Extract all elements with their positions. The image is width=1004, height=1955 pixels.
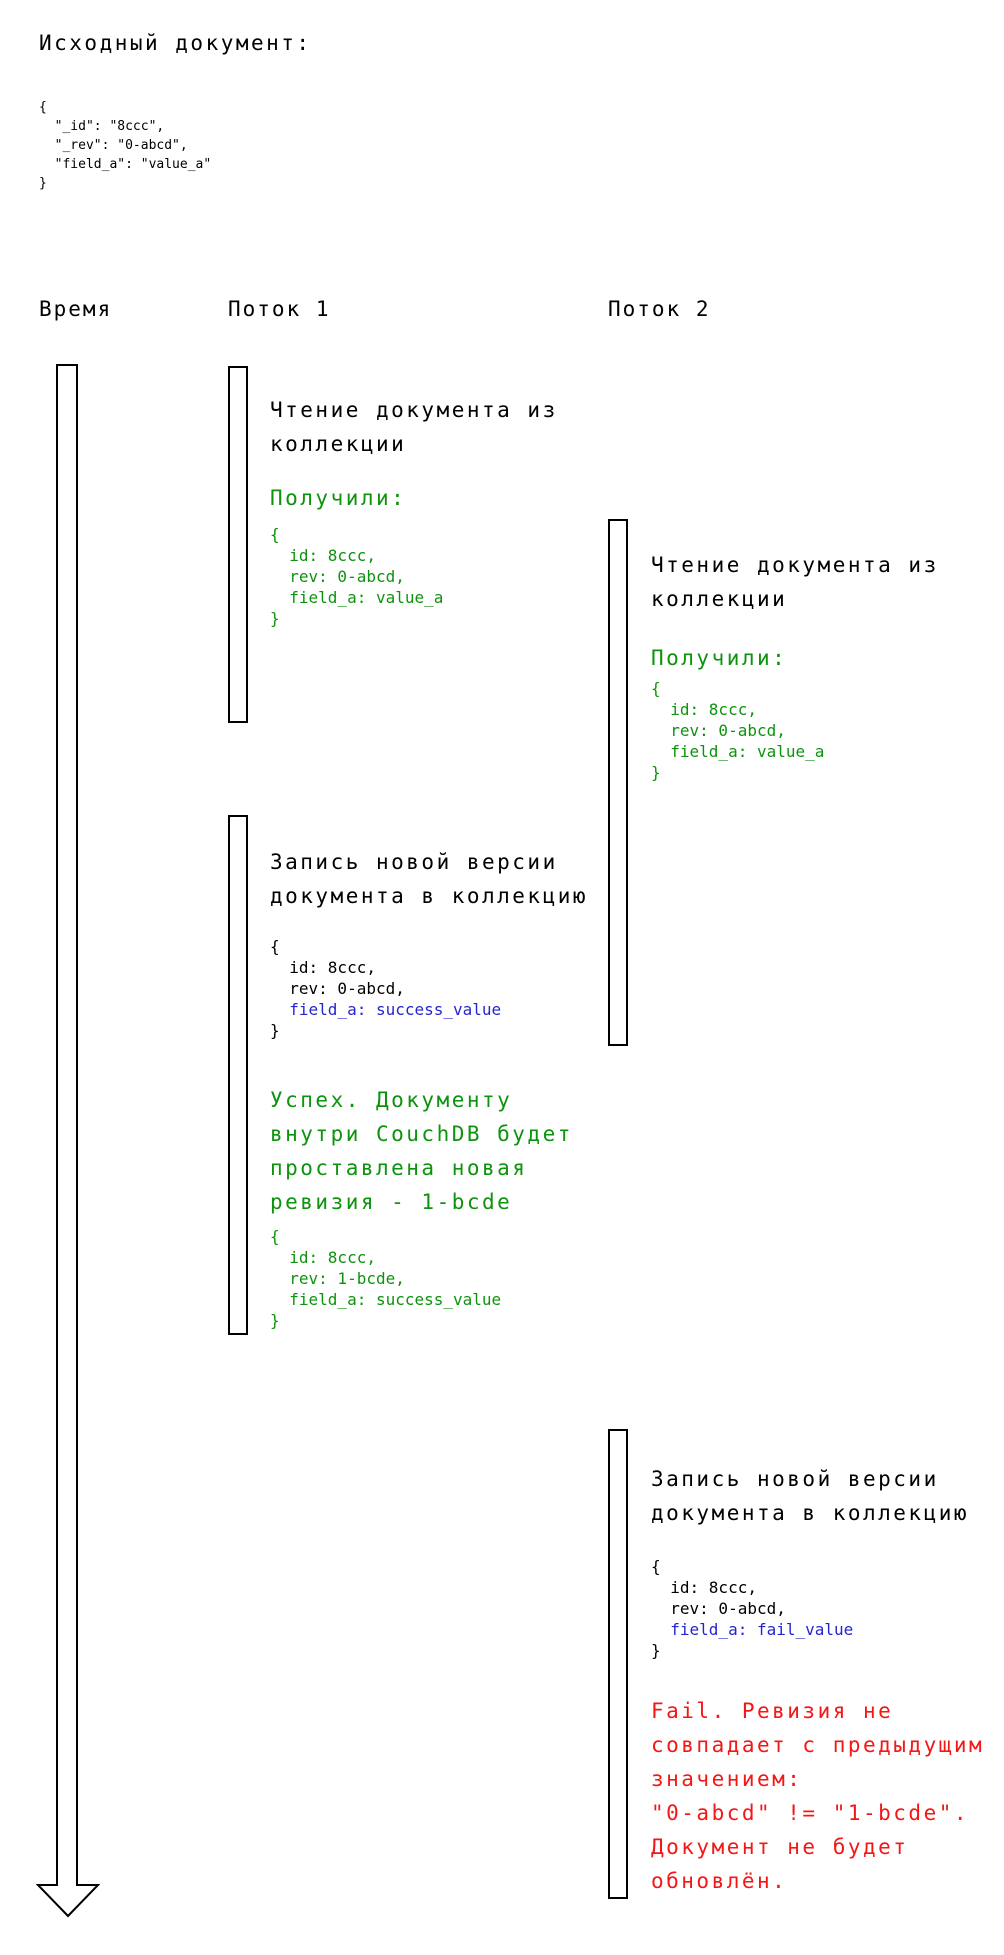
- thread2-write-json-changed-field: field_a: fail_value: [651, 1620, 854, 1639]
- thread1-write-json-head: { id: 8ccc, rev: 0-abcd,: [270, 937, 405, 998]
- thread1-write-title: Запись новой версии документа в коллекци…: [270, 850, 589, 908]
- thread1-activation-bar-2: [228, 815, 248, 1335]
- thread2-write-json-tail: }: [651, 1641, 661, 1660]
- thread2-column-label: Поток 2: [608, 297, 711, 321]
- thread2-activation-bar-2: [608, 1429, 628, 1899]
- thread1-received-json: { id: 8ccc, rev: 0-abcd, field_a: value_…: [270, 525, 444, 628]
- thread1-write-json: { id: 8ccc, rev: 0-abcd, field_a: succes…: [270, 936, 501, 1041]
- page-title: Исходный документ:: [39, 31, 312, 55]
- thread1-result-json: { id: 8ccc, rev: 1-bcde, field_a: succes…: [270, 1227, 502, 1330]
- thread2-write-json-head: { id: 8ccc, rev: 0-abcd,: [651, 1557, 786, 1618]
- thread2-fail-message: Fail. Ревизия не совпадает с предыдущим …: [651, 1699, 985, 1893]
- thread2-read-title: Чтение документа из коллекции: [651, 553, 939, 611]
- thread2-write-json: { id: 8ccc, rev: 0-abcd, field_a: fail_v…: [651, 1556, 853, 1661]
- time-column-label: Время: [39, 297, 113, 321]
- source-document-json: { "_id": "8ccc", "_rev": "0-abcd", "fiel…: [39, 100, 212, 191]
- thread2-received-label: Получили:: [651, 646, 788, 670]
- thread1-read-title: Чтение документа из коллекции: [270, 398, 558, 456]
- time-arrow-icon: [36, 364, 100, 1918]
- thread2-received-json: { id: 8ccc, rev: 0-abcd, field_a: value_…: [651, 679, 825, 782]
- thread2-write-title: Запись новой версии документа в коллекци…: [651, 1467, 970, 1525]
- thread1-received-label: Получили:: [270, 486, 407, 510]
- thread1-success-message: Успех. Документу внутри CouchDB будет пр…: [270, 1088, 573, 1214]
- thread1-activation-bar-1: [228, 366, 248, 723]
- thread1-column-label: Поток 1: [228, 297, 331, 321]
- thread2-activation-bar-1: [608, 519, 628, 1046]
- thread1-write-json-tail: }: [270, 1021, 280, 1040]
- thread1-write-json-changed-field: field_a: success_value: [270, 1000, 502, 1019]
